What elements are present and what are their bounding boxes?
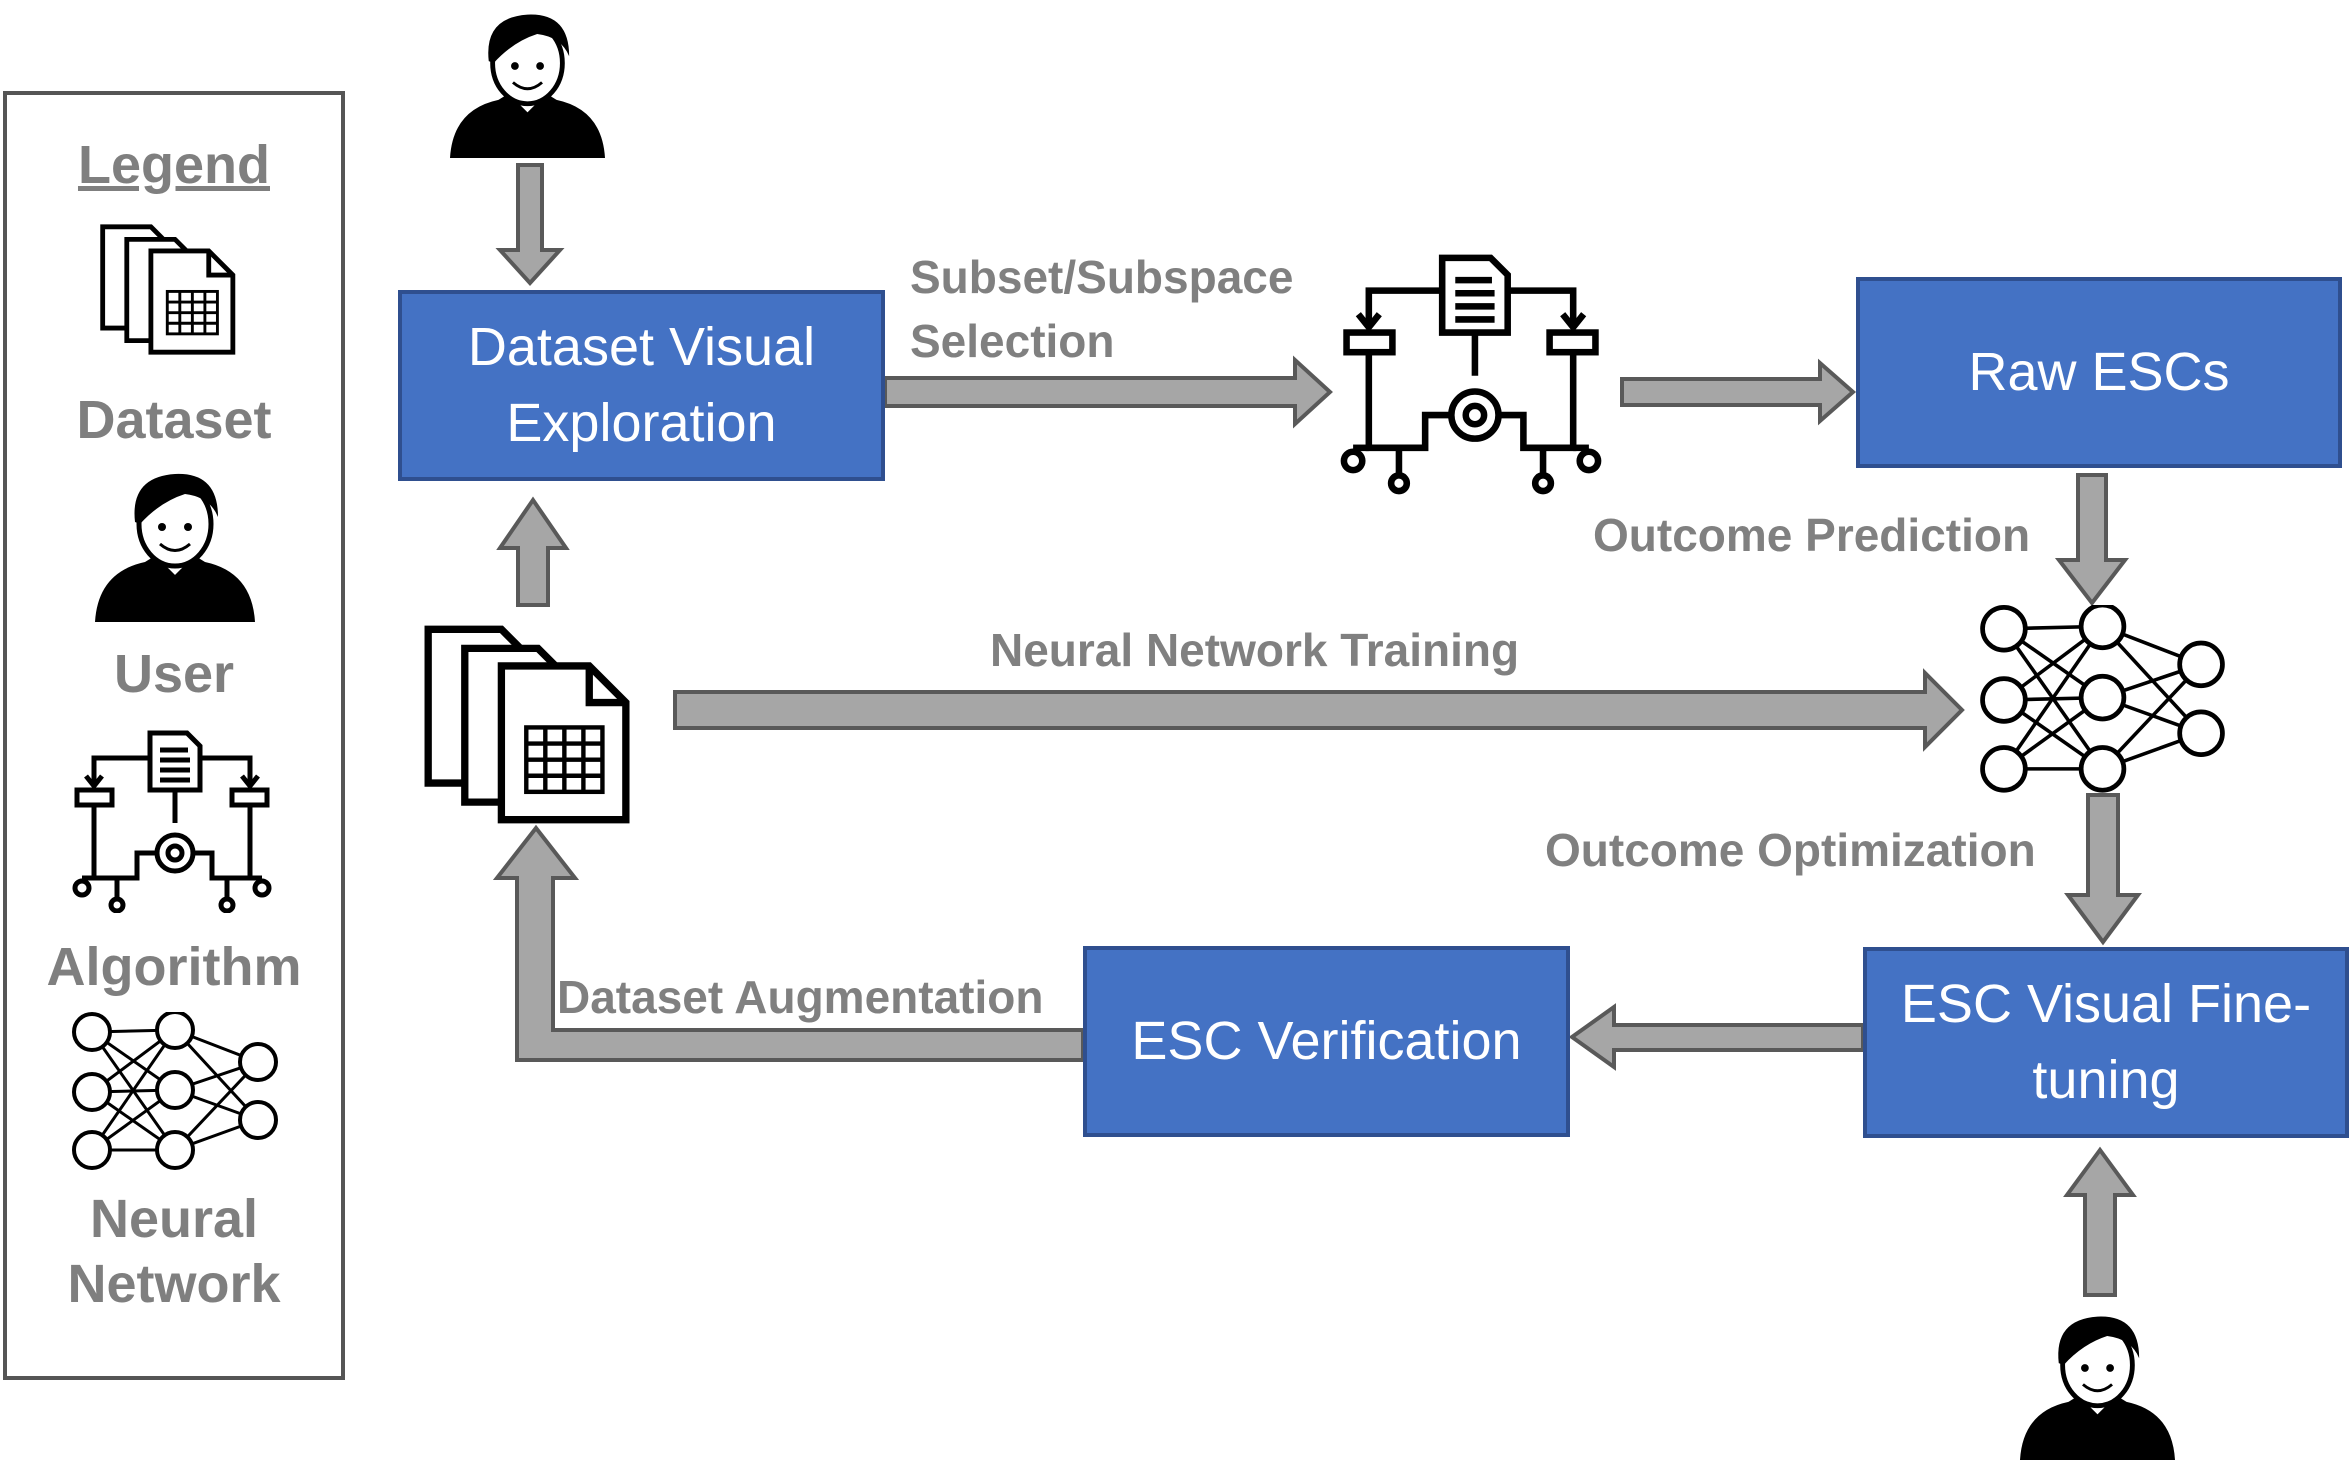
node-dataset-visual-exploration: Dataset Visual Exploration xyxy=(398,290,885,481)
arrow-user-to-finetuning xyxy=(2063,1146,2137,1297)
legend-dataset-icon xyxy=(100,224,236,355)
arrow-exploration-to-algorithm xyxy=(883,355,1333,429)
node-esc-verification: ESC Verification xyxy=(1083,946,1570,1137)
dataset-icon xyxy=(424,625,630,824)
edge-label-subset-selection: Subset/Subspace Selection xyxy=(910,251,1294,368)
node-raw-escs: Raw ESCs xyxy=(1856,277,2342,468)
edge-label-neural-network-training: Neural Network Training xyxy=(990,624,1520,676)
algorithm-icon xyxy=(1340,254,1602,495)
arrow-dataset-to-nn xyxy=(673,668,1965,752)
node-esc-visual-fine-tuning: ESC Visual Fine-tuning xyxy=(1863,947,2349,1138)
legend-label-algorithm: Algorithm xyxy=(46,937,302,997)
arrow-finetuning-to-verification xyxy=(1568,1003,1865,1071)
legend-box xyxy=(3,91,345,1380)
legend-algorithm-icon xyxy=(72,730,272,913)
legend-neural-network-icon xyxy=(72,1012,278,1170)
arrow-user-to-exploration xyxy=(495,163,565,286)
legend-title: Legend xyxy=(77,135,270,195)
user-icon xyxy=(2020,1316,2175,1460)
legend-user-icon xyxy=(95,473,255,622)
edge-label-outcome-prediction: Outcome Prediction xyxy=(1593,509,2031,561)
arrow-dataset-to-exploration xyxy=(496,496,570,607)
edge-label-dataset-augmentation: Dataset Augmentation xyxy=(557,971,1044,1023)
edge-label-outcome-optimization: Outcome Optimization xyxy=(1545,824,2036,876)
user-icon xyxy=(450,14,605,158)
arrow-verification-to-dataset xyxy=(492,824,1085,1062)
legend-label-dataset: Dataset xyxy=(76,390,272,450)
arrow-raw-escs-to-nn xyxy=(2054,473,2130,607)
legend-label-neural-network: Neural Network xyxy=(67,1189,281,1314)
neural-network-icon xyxy=(1980,605,2225,793)
arrow-algorithm-to-raw-escs xyxy=(1620,358,1857,426)
arrow-nn-to-finetuning xyxy=(2064,793,2142,946)
legend-label-user: User xyxy=(113,644,235,704)
